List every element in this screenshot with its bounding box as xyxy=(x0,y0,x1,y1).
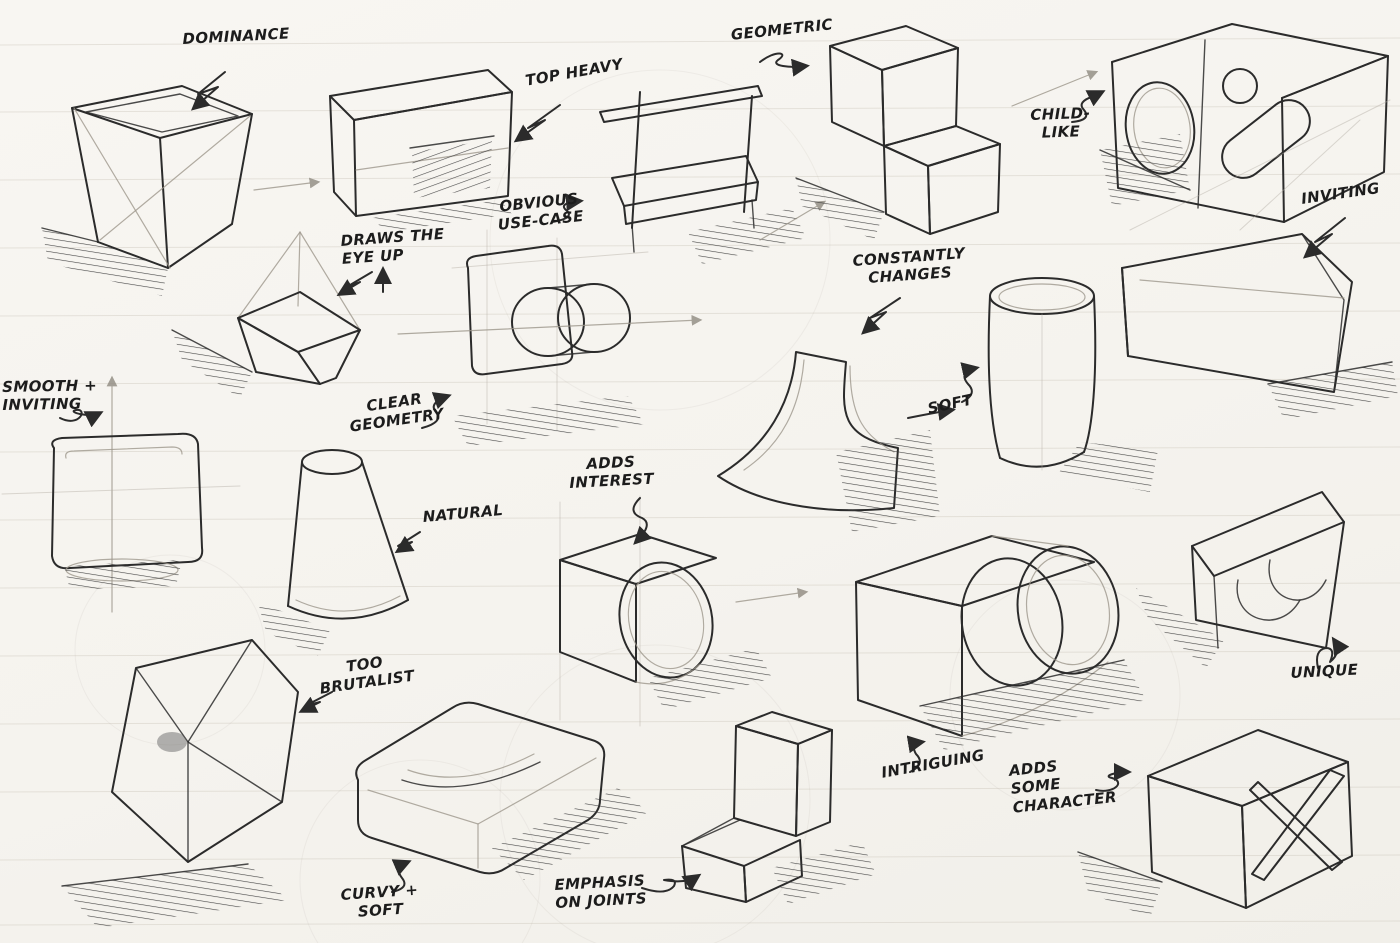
sketch-double-d-box xyxy=(855,535,1146,750)
sketch-cylinder-frame xyxy=(397,229,703,446)
sketch-cone xyxy=(258,449,409,656)
note-adds-character: ADDS SOME CHARACTER xyxy=(1008,756,1118,817)
note-curvy-soft: CURVY + SOFT xyxy=(340,880,419,922)
note-draws-eye-up: DRAWS THE EYE UP xyxy=(340,224,446,269)
annotation-arrows xyxy=(59,52,1350,893)
note-adds-interest: ADDS INTEREST xyxy=(568,452,655,493)
sketch-barrel xyxy=(987,277,1158,492)
sketch-faceted-gem xyxy=(171,231,361,398)
sketch-slanted-wedge xyxy=(1121,233,1398,420)
sketch-cylinder-cube xyxy=(559,495,809,727)
note-emphasis-joints: EMPHASIS ON JOINTS xyxy=(554,871,648,913)
note-child-like: CHILD- LIKE xyxy=(1030,103,1091,142)
note-constantly-changes: CONSTANTLY CHANGES xyxy=(852,244,966,288)
ruled-lines xyxy=(0,37,1400,926)
sketch-curved-shelf xyxy=(1136,491,1345,668)
note-unique: UNIQUE xyxy=(1290,660,1359,682)
sketch-brutalist-block xyxy=(61,639,299,928)
sketch-faceted-planter xyxy=(41,85,253,296)
note-smooth-inviting: SMOOTH + INVITING xyxy=(2,376,98,415)
sketch-stacked-cubes xyxy=(795,25,1099,240)
sketch-child-like-cube xyxy=(1099,23,1391,231)
sketch-bench-with-back xyxy=(599,85,827,264)
sketch-console-box xyxy=(253,69,513,232)
sketch-step-chair xyxy=(681,711,876,904)
sketch-s-curve-seat xyxy=(717,351,940,532)
sketch-rounded-stool xyxy=(1,375,241,613)
sketch-x-brace-box xyxy=(1077,729,1353,918)
sketch-soft-slab xyxy=(355,701,648,880)
construction-circles xyxy=(74,69,1181,943)
